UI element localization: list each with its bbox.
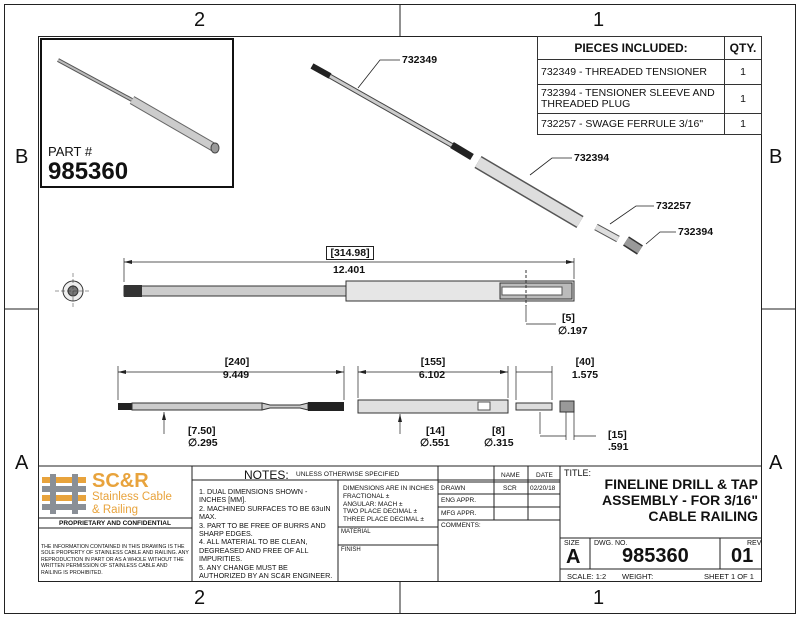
- dwg-no-label: DWG. NO.: [594, 540, 628, 547]
- logo-main: SC&R: [92, 470, 149, 492]
- drawing-title: FINELINE DRILL & TAP ASSEMBLY - FOR 3/16…: [572, 476, 758, 524]
- date-header: DATE: [536, 472, 553, 479]
- disclaimer-text: THE INFORMATION CONTAINED IN THIS DRAWIN…: [41, 544, 189, 576]
- piece-row-desc: 732394 - TENSIONER SLEEVE AND THREADED P…: [537, 84, 725, 114]
- dim-15-mm: [15]: [608, 429, 627, 441]
- dim-hole-in: ∅.197: [558, 325, 588, 337]
- notes-list: 1. DUAL DIMENSIONS SHOWN - INCHES [MM]. …: [199, 487, 335, 581]
- inner-border: [38, 36, 762, 582]
- title-block-lines: [38, 465, 762, 582]
- piece-row-qty: 1: [724, 113, 762, 135]
- dim-8-mm: [8]: [492, 425, 505, 437]
- dwg-number: 985360: [622, 545, 689, 567]
- part-number: 985360: [48, 158, 129, 185]
- title-line: ASSEMBLY - FOR 3/16": [601, 492, 758, 508]
- dim-40-in: 1.575: [571, 369, 599, 381]
- eng-appr-label: ENG APPR.: [441, 497, 477, 504]
- dim-240-in: 9.449: [222, 369, 250, 381]
- title-line: FINELINE DRILL & TAP: [604, 476, 758, 492]
- zone-bottom-2: 2: [194, 587, 206, 609]
- title-line: CABLE RAILING: [648, 508, 758, 524]
- pieces-table: PIECES INCLUDED: QTY. 732349 - THREADED …: [537, 36, 762, 135]
- dim-8-in: ∅.315: [484, 437, 514, 449]
- note-item: 3. PART TO BE FREE OF BURRS AND SHARP ED…: [199, 520, 326, 539]
- piece-row-desc: 732349 - THREADED TENSIONER: [537, 59, 725, 85]
- exploded-side-view: [117, 366, 596, 440]
- note-item: 5. ANY CHANGE MUST BE AUTHORIZED BY AN S…: [199, 562, 333, 581]
- callout-732257: 732257: [656, 200, 692, 212]
- piece-row-desc: 732257 - SWAGE FERRULE 3/16": [537, 113, 725, 135]
- proprietary-label: PROPRIETARY AND CONFIDENTIAL: [59, 520, 171, 527]
- dim-14-in: ∅.551: [420, 437, 450, 449]
- callout-732349: 732349: [402, 54, 438, 66]
- dim-155-mm: [155]: [420, 356, 446, 368]
- note-item: 4. ALL MATERIAL TO BE CLEAN, DEGREASED A…: [199, 537, 309, 564]
- piece-row-qty: 1: [724, 59, 762, 85]
- notes-subtitle: UNLESS OTHERWISE SPECIFIED: [296, 471, 400, 478]
- scale-label: SCALE: 1:2: [567, 572, 607, 581]
- piece-row-qty: 1: [724, 84, 762, 114]
- note-item: 2. MACHINED SURFACES TO BE 63uIN MAX.: [199, 503, 331, 522]
- drawn-label: DRAWN: [441, 485, 466, 492]
- dim-overall-mm: [314.98]: [326, 246, 374, 260]
- logo-sub1: Stainless Cable: [92, 491, 172, 503]
- note-item: 1. DUAL DIMENSIONS SHOWN - INCHES [MM].: [199, 487, 308, 505]
- dim-240-mm: [240]: [224, 356, 250, 368]
- notes-title: NOTES:: [244, 468, 289, 482]
- logo-sub2: & Railing: [92, 504, 139, 516]
- zone-top-1: 1: [593, 9, 605, 31]
- title-label: TITLE:: [564, 468, 592, 478]
- tolerance-title: DIMENSIONS ARE IN INCHES: [343, 485, 434, 492]
- zone-right-a: A: [769, 452, 783, 474]
- dim-14-mm: [14]: [426, 425, 445, 437]
- zone-top-2: 2: [194, 9, 206, 31]
- callout-732394-plug: 732394: [678, 226, 714, 238]
- part-box: PART # 985360: [40, 38, 234, 188]
- dim-750-in: ∅.295: [188, 437, 218, 449]
- rev-value: 01: [731, 545, 754, 567]
- sheet-label: SHEET 1 OF 1: [704, 572, 754, 581]
- tolerance-line: TWO PLACE DECIMAL ±: [343, 508, 418, 516]
- assembled-side-view: [55, 258, 575, 325]
- zone-left-a: A: [15, 452, 29, 474]
- weight-label: WEIGHT:: [622, 572, 654, 581]
- part-label: PART #: [48, 144, 93, 159]
- zone-right-b: B: [769, 146, 783, 168]
- name-header: NAME: [501, 472, 520, 479]
- part-box-iso-drawing: [57, 58, 220, 154]
- scr-logo-graphic: [42, 474, 86, 514]
- zone-bottom-1: 1: [593, 587, 605, 609]
- zone-left-b: B: [15, 146, 29, 168]
- dim-15-in: .591: [608, 441, 629, 453]
- dim-overall-in: 12.401: [332, 264, 366, 276]
- tolerance-line: ANGULAR: MACH ±: [343, 500, 403, 508]
- rev-label: REV: [747, 540, 762, 547]
- dim-40-mm: [40]: [575, 356, 595, 368]
- dim-155-in: 6.102: [418, 369, 446, 381]
- qty-header: QTY.: [724, 36, 762, 60]
- pieces-header: PIECES INCLUDED:: [537, 36, 725, 60]
- tolerance-line: FRACTIONAL ±: [343, 492, 390, 500]
- iso-exploded-view: [310, 59, 676, 255]
- comments-label: COMMENTS:: [441, 522, 481, 529]
- drawn-date: 02/20/18: [530, 485, 556, 492]
- finish-label: FINISH: [341, 547, 361, 553]
- mfg-appr-label: MFG APPR.: [441, 510, 477, 517]
- tolerance-line: THREE PLACE DECIMAL ±: [343, 516, 424, 524]
- size-label: SIZE: [564, 540, 580, 547]
- dim-750-mm: [7.50]: [188, 425, 216, 437]
- dim-hole-mm: [5]: [562, 312, 575, 324]
- size-value: A: [566, 546, 581, 568]
- drawn-name: SCR: [503, 485, 517, 492]
- material-label: MATERIAL: [341, 529, 371, 535]
- callout-732394-sleeve: 732394: [574, 152, 610, 164]
- tolerance-block: DIMENSIONS ARE IN INCHES FRACTIONAL ± AN…: [343, 485, 437, 524]
